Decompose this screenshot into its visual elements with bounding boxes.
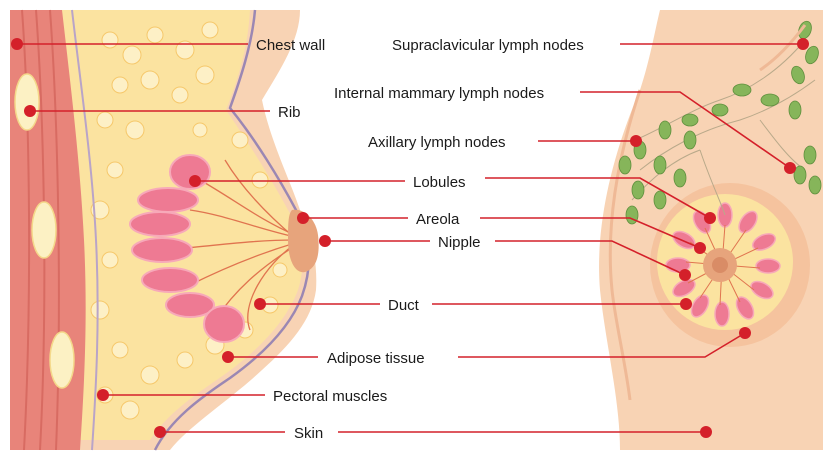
rib-2 bbox=[32, 202, 56, 258]
dot-adipose-right bbox=[739, 327, 751, 339]
label-supraclavicular-lymph-nodes: Supraclavicular lymph nodes bbox=[392, 37, 584, 54]
dot-duct-right bbox=[680, 298, 692, 310]
front-nipple bbox=[712, 257, 728, 273]
dot-lobules-left bbox=[189, 175, 201, 187]
label-duct: Duct bbox=[388, 297, 420, 314]
front-view-section bbox=[599, 10, 823, 450]
dot-internal-mammary bbox=[784, 162, 796, 174]
label-axillary-lymph-nodes: Axillary lymph nodes bbox=[368, 134, 506, 151]
dot-areola-left bbox=[297, 212, 309, 224]
dot-duct-left bbox=[254, 298, 266, 310]
dot-skin-right bbox=[700, 426, 712, 438]
label-rib: Rib bbox=[278, 104, 301, 121]
label-skin: Skin bbox=[294, 425, 323, 442]
rib-3 bbox=[50, 332, 74, 388]
dot-axillary bbox=[630, 135, 642, 147]
dot-nipple-right bbox=[679, 269, 691, 281]
dot-lobules-right bbox=[704, 212, 716, 224]
label-areola: Areola bbox=[416, 211, 460, 228]
dot-pectoral bbox=[97, 389, 109, 401]
side-view-section bbox=[10, 10, 319, 450]
dot-skin-left bbox=[154, 426, 166, 438]
label-nipple: Nipple bbox=[438, 234, 481, 251]
label-adipose-tissue: Adipose tissue bbox=[327, 350, 425, 367]
label-internal-mammary-lymph-nodes: Internal mammary lymph nodes bbox=[334, 85, 544, 102]
rib-1 bbox=[15, 74, 39, 130]
dot-nipple-left bbox=[319, 235, 331, 247]
dot-rib bbox=[24, 105, 36, 117]
dot-areola-right bbox=[694, 242, 706, 254]
dot-adipose-left bbox=[222, 351, 234, 363]
label-pectoral-muscles: Pectoral muscles bbox=[273, 388, 387, 405]
label-chest-wall: Chest wall bbox=[256, 37, 325, 54]
dot-supraclavicular bbox=[797, 38, 809, 50]
dot-chest-wall bbox=[11, 38, 23, 50]
label-lobules: Lobules bbox=[413, 174, 466, 191]
